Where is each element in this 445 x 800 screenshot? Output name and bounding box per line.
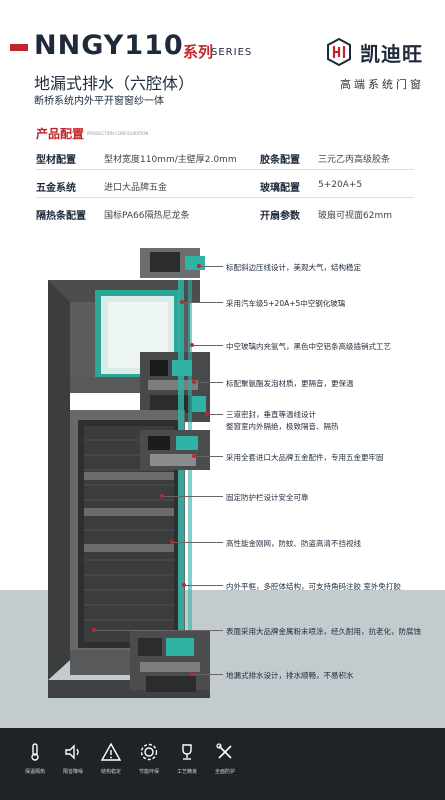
model-title: NNGY110 [34,30,184,61]
feature-text: 高性能金刚网，防蚊、防盗高清不挡视线 [226,539,361,548]
warning-triangle-icon [101,742,121,761]
callout-dot [160,494,164,498]
tools-icon [216,743,232,759]
feature-text: 表面采用大品牌金属粉末喷涂，经久耐用，抗老化，防腐蚀 [226,627,421,636]
feature-icon-label: 工艺精良 [176,769,197,775]
feature-icon-item: 工艺精良 [162,742,212,775]
feature-icon-label: 隔音降噪 [62,769,83,775]
brand-slogan: 高端系统门窗 [340,78,424,91]
config-title-en: PRODUCTION CONFIGURATION [87,131,149,136]
feature-text: 中空玻璃内充氩气，黑色中空铝条高级插销式工艺 [226,342,391,351]
feature-icon-label: 保温隔热 [24,769,45,775]
callout-line [209,414,223,415]
feature-text: 固定防护栏设计安全可靠 [226,493,309,502]
callout-dot [190,672,194,676]
feature-icon-item: 全面防护 [200,742,250,775]
config-key: 开扇参数 [260,211,300,222]
accent-bar [10,44,28,51]
config-value: 玻扇可视面62mm [318,211,392,221]
sound-icon [65,744,79,760]
config-value: 国标PA66隔热尼龙条 [104,211,190,221]
feature-icon-item: 结构稳定 [86,742,136,775]
config-key: 胶条配置 [260,155,300,166]
brand-logo-icon [327,38,351,66]
callout-line [184,302,223,303]
series-label-en: SERIES [211,47,253,58]
feature-icon-label: 节能环保 [138,769,159,775]
callout-dot [170,540,174,544]
callout-dot [180,300,184,304]
config-key: 型材配置 [36,155,76,166]
callout-line [174,542,223,543]
feature-text: 采用汽车级5+20A+5中空钢化玻璃 [226,299,346,308]
config-key: 隔热条配置 [36,211,86,222]
callout-dot [190,343,194,347]
trophy-icon [182,744,192,760]
feature-text: 标配斜边压线设计，美观大气，结构稳定 [226,263,361,272]
config-key: 玻璃配置 [260,183,300,194]
product-tagline: 断桥系统内外平开窗窗纱一体 [34,96,164,107]
row-divider [36,169,414,170]
config-value: 三元乙丙高级胶条 [318,155,391,165]
callout-line [201,266,223,267]
window-illustration [48,248,210,698]
brand-name: 凯迪旺 [360,42,423,66]
callout-line [96,630,223,631]
row-divider [36,197,414,198]
gear-icon [140,743,158,761]
feature-icon-item: 隔音降噪 [48,742,98,775]
feature-text: 三道密封，垂直等温线设计 [226,410,316,419]
feature-text: 标配聚氨酯发泡材质，更隔音，更保温 [226,379,354,388]
feature-icon-item: 保温隔热 [10,742,60,775]
callout-line [186,585,223,586]
config-row: 型材配置 型材宽度110mm/主壁厚2.0mm 胶条配置 三元乙丙高级胶条 [36,143,414,170]
callout-line [164,496,223,497]
feature-text: 地漏式排水设计，排水顺畅，不易积水 [226,671,354,680]
config-value: 型材宽度110mm/主壁厚2.0mm [104,155,237,165]
callout-dot [197,264,201,268]
callout-line [194,345,223,346]
feature-icon-label: 结构稳定 [100,769,121,775]
feature-text: 整窗室内外隔绝，极致隔音、隔热 [226,422,339,431]
config-value: 5+20A+5 [318,180,363,190]
footer-bar [0,728,445,800]
callout-dot [92,628,96,632]
feature-text: 内外平框，多腔体结构，可支持角码注胶 室外免打胶 [226,582,401,591]
feature-text: 采用全套进口大品牌五金配件，专用五金更牢固 [226,453,384,462]
feature-icon-item: 节能环保 [124,742,174,775]
series-label: 系列 [183,43,214,61]
config-key: 五金系统 [36,183,76,194]
callout-line [194,674,223,675]
callout-dot [192,454,196,458]
config-value: 进口大品牌五金 [104,183,168,193]
callout-line [196,382,223,383]
feature-icon-label: 全面防护 [214,769,235,775]
config-row: 五金系统 进口大品牌五金 玻璃配置 5+20A+5 [36,171,414,198]
callout-line [196,456,223,457]
callout-dot [182,583,186,587]
product-subtitle: 地漏式排水（六腔体） [34,74,195,93]
callout-dot [205,412,209,416]
config-title: 产品配置 [36,127,85,141]
thermometer-icon [31,743,39,761]
config-row: 隔热条配置 国标PA66隔热尼龙条 开扇参数 玻扇可视面62mm [36,199,414,225]
callout-dot [192,380,196,384]
